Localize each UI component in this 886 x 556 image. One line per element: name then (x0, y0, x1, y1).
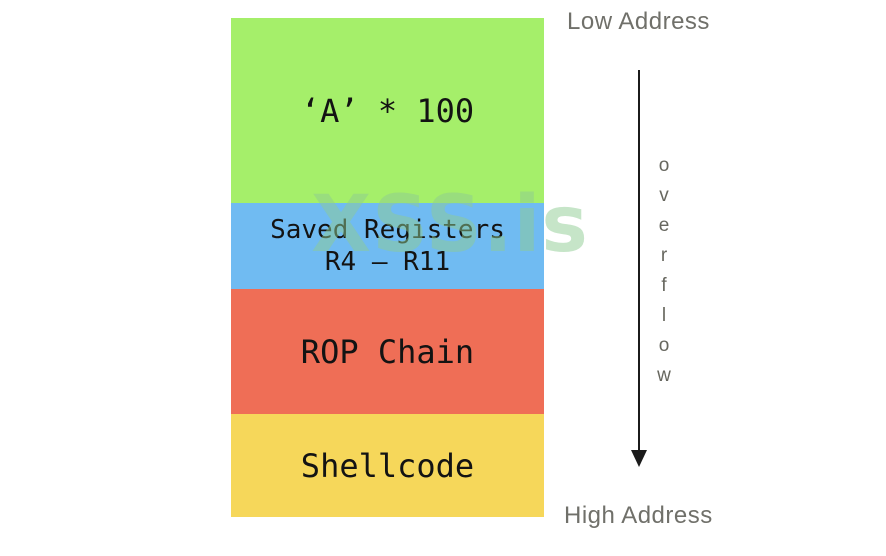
rop-chain-label: ROP Chain (300, 332, 475, 371)
buffer-fill-label: ‘A’ * 100 (300, 91, 475, 130)
overflow-letter: o (658, 155, 670, 176)
overflow-letter: v (659, 185, 669, 206)
low-address-label: Low Address (567, 8, 710, 35)
overflow-letter: f (661, 275, 667, 296)
overflow-letter: r (660, 245, 668, 266)
overflow-direction-word: o v e r f l o w (653, 151, 675, 391)
stack-block-saved-registers: Saved Registers R4 – R11 (231, 203, 544, 289)
overflow-letter: w (657, 365, 671, 386)
stack-block-rop-chain: ROP Chain (231, 289, 544, 414)
overflow-arrow-line (638, 70, 640, 452)
overflow-letter: e (658, 215, 670, 236)
high-address-label: High Address (564, 502, 713, 529)
stack-block-buffer-fill: ‘A’ * 100 (231, 18, 544, 203)
overflow-arrow-head-icon (631, 450, 647, 467)
memory-stack: ‘A’ * 100 Saved Registers R4 – R11 ROP C… (231, 18, 544, 517)
stack-block-shellcode: Shellcode (231, 414, 544, 517)
overflow-letter: l (661, 305, 667, 326)
saved-registers-label-line1: Saved Registers (270, 215, 505, 245)
saved-registers-label-line2: R4 – R11 (324, 247, 451, 277)
shellcode-label: Shellcode (300, 446, 475, 485)
overflow-letter: o (658, 335, 670, 356)
